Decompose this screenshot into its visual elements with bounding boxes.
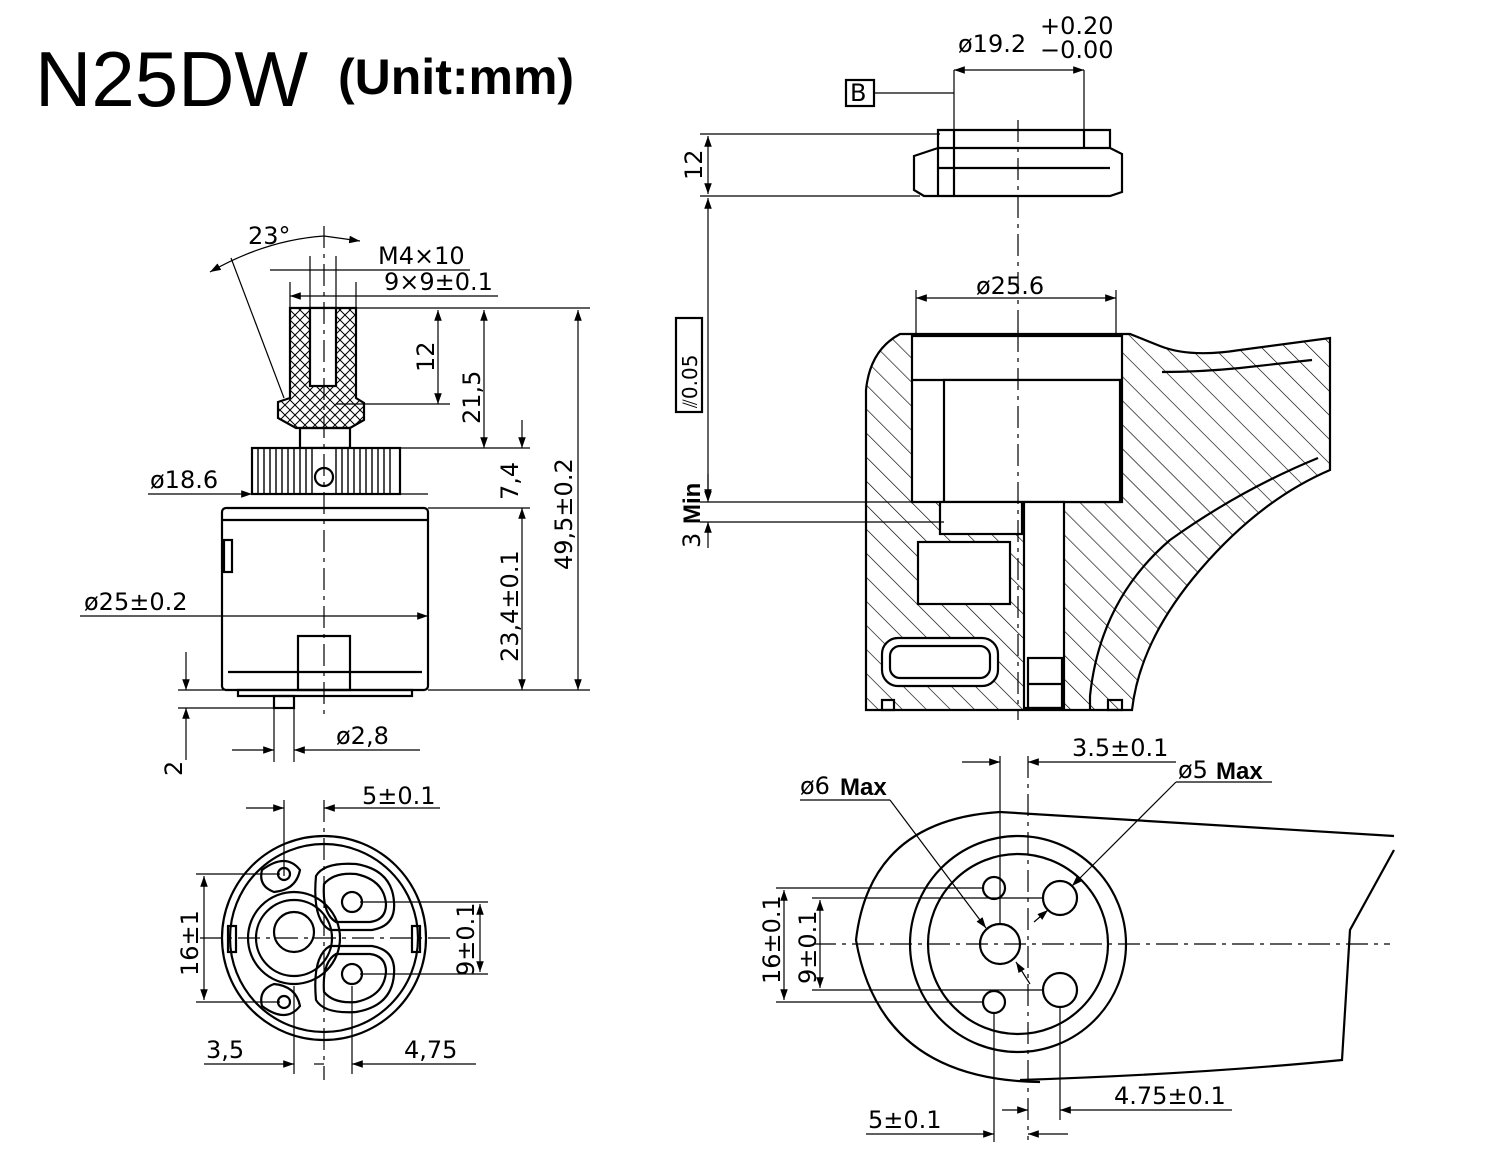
pin-dia-label: ø2,8	[336, 722, 389, 750]
angle-label: 23°	[248, 222, 291, 250]
bottom-offset-left-label: 3,5	[206, 1036, 244, 1064]
cartridge-bottom-view: 5±0.1 16±1 9±0.1 3,5 4,75	[176, 782, 488, 1080]
stem-height-label: 21,5	[458, 371, 486, 424]
port-offset-bottom-label: 5±0.1	[868, 1106, 942, 1134]
port-top-view: 3.5±0.1 ø6 Max ø5 Max 16±0.1 9±0.1 4.75±…	[758, 734, 1395, 1142]
body-height-label: 23,4±0.1	[496, 550, 524, 662]
min-label: Min	[679, 483, 706, 524]
bore-dia-label: ø25.6	[976, 272, 1044, 300]
nut-height-label: 12	[680, 149, 708, 180]
bottom-offset-top-label: 5±0.1	[362, 782, 436, 810]
overall-height-label: 49,5±0.2	[550, 458, 578, 570]
knurl-height-label: 7,4	[496, 462, 524, 500]
spline-label: 9×9±0.1	[384, 268, 493, 296]
parallelism-label: ⫽0.05	[678, 355, 702, 409]
housing-section-view: ø25.6 ⫽0.05 3 Min	[674, 198, 1332, 720]
unit-label: (Unit:mm)	[338, 49, 574, 105]
knurl-dia-label: ø18.6	[150, 466, 218, 494]
port-offset-right-label: 4.75±0.1	[1114, 1082, 1226, 1110]
pin-height-label: 2	[160, 761, 188, 776]
bottom-height-9-label: 9±0.1	[452, 902, 480, 976]
bottom-height-16-label: 16±1	[176, 910, 204, 976]
body-dia-label: ø25±0.2	[84, 588, 188, 616]
nut-view: B ø19.2 +0.20 −0.00 12	[680, 12, 1124, 360]
cartridge-side-view: 23° M4×10 9×9±0.1 12 21,5 7,4 23,4±0.1 4…	[80, 222, 590, 776]
port-hole6-max: Max	[840, 774, 887, 801]
port-hole6-label: ø6	[800, 772, 830, 800]
nut-dia-label: ø19.2	[958, 30, 1026, 58]
port-hole5-max: Max	[1216, 758, 1263, 785]
stem-depth-label: 12	[412, 341, 440, 372]
thread-label: M4×10	[378, 242, 465, 270]
port-height-9-label: 9±0.1	[794, 910, 822, 984]
model-title: N25DW	[35, 35, 308, 123]
bottom-offset-right-label: 4,75	[404, 1036, 457, 1064]
nut-tol-minus: −0.00	[1040, 36, 1114, 64]
datum-b-label: B	[850, 79, 866, 107]
port-height-16-label: 16±0.1	[758, 895, 786, 984]
port-offset-top-label: 3.5±0.1	[1072, 734, 1168, 762]
knurl-lines	[257, 448, 391, 494]
min-depth-label: 3	[678, 533, 706, 548]
nut-tol-plus: +0.20	[1040, 12, 1114, 40]
port-hole5-label: ø5	[1178, 756, 1208, 784]
